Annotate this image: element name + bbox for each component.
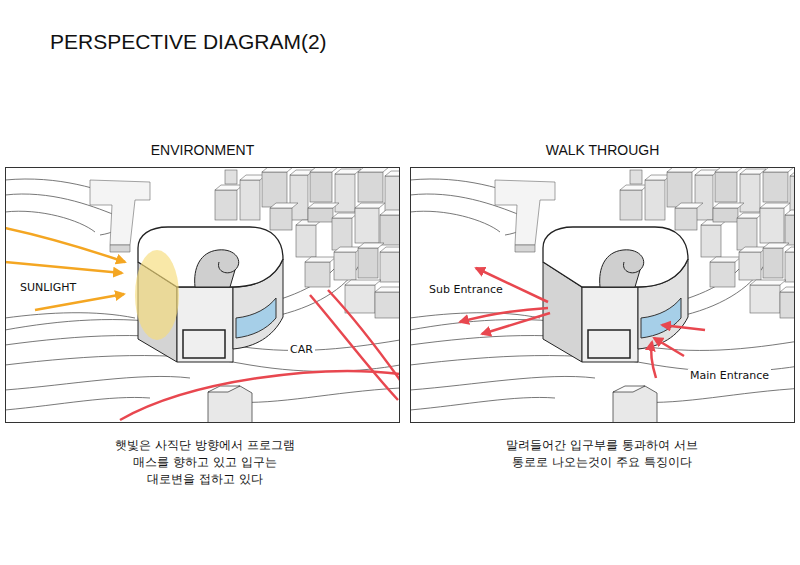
- page-title: PERSPECTIVE DIAGRAM(2): [50, 30, 327, 54]
- car-label: CAR: [288, 343, 315, 357]
- entrance-label: Sub Entrance: [427, 283, 505, 297]
- panel-heading: WALK THROUGH: [411, 142, 794, 158]
- caption-note: 말려들어간 입구부를 통과하여 서브 통로로 나오는것이 주요 특징이다: [500, 437, 704, 471]
- diagram-panel: ENVIRONMENT: [5, 167, 400, 423]
- caption-note: 햇빛은 사직단 방향에서 프로그램 매스를 향하고 있고 입구는 대로변을 접하…: [114, 437, 296, 487]
- environment-scene: [5, 167, 400, 423]
- sunlight-label: SUNLIGHT: [18, 281, 78, 295]
- entrance-label: Main Entrance: [688, 369, 771, 383]
- walk-through-scene: [410, 167, 795, 423]
- panel-heading: ENVIRONMENT: [6, 142, 399, 158]
